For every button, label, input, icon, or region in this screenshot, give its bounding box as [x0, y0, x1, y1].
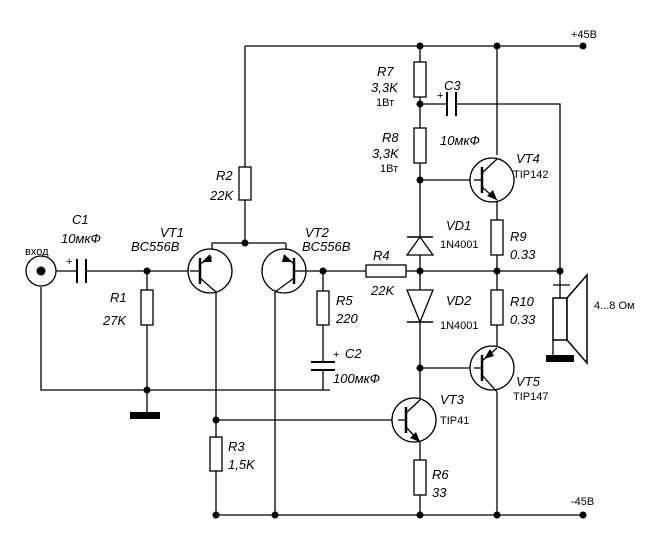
c2-plus-sign: +: [333, 349, 339, 361]
capacitor-c2: [311, 361, 335, 371]
resistor-r6: [413, 459, 427, 496]
vt1-type: BC556B: [131, 239, 180, 254]
c2-ref: C2: [345, 346, 362, 361]
transistor-vt1: [187, 248, 233, 294]
r3-value: 1,5K: [228, 457, 256, 472]
speaker-icon: [552, 272, 588, 366]
resistor-r3: [209, 436, 223, 472]
r10-ref: R10: [510, 294, 535, 309]
vd2-type: 1N4001: [440, 320, 479, 332]
diode-vd2: [406, 289, 434, 324]
ground-symbol: [130, 412, 160, 419]
resistor-r9: [490, 219, 504, 256]
r9-ref: R9: [510, 229, 527, 244]
c3-value: 10мкФ: [440, 133, 480, 148]
r6-value: 33: [432, 485, 447, 500]
r1-ref: R1: [110, 290, 127, 305]
r8-ref: R8: [382, 130, 399, 145]
vt3-ref: VT3: [440, 392, 465, 407]
resistor-r2: [238, 166, 252, 201]
r9-value: 0.33: [510, 247, 536, 262]
vd1-ref: VD1: [446, 218, 471, 233]
vt2-ref: VT2: [305, 225, 330, 240]
vt4-ref: VT4: [516, 151, 540, 166]
supply-positive-label: +45В: [571, 29, 597, 41]
input-jack: [25, 255, 57, 287]
r4-value: 22K: [370, 283, 395, 298]
r1-value: 27K: [102, 313, 127, 328]
vt4-type: TIP142: [513, 169, 548, 181]
diode-vd1: [405, 235, 435, 256]
r7-ref: R7: [377, 64, 394, 79]
transistor-vt4: [469, 157, 515, 203]
transistor-vt5: [469, 345, 515, 393]
vt3-type: TIP41: [440, 415, 469, 427]
vt5-ref: VT5: [516, 374, 541, 389]
r6-ref: R6: [432, 467, 449, 482]
resistor-r4: [365, 264, 407, 278]
c3-plus-sign: +: [437, 90, 443, 102]
c1-ref: C1: [72, 212, 89, 227]
ground-symbol: [546, 355, 574, 362]
supply-negative-label: -45В: [571, 496, 594, 508]
capacitor-c1: [76, 259, 87, 283]
r3-ref: R3: [228, 439, 245, 454]
vd1-type: 1N4001: [440, 239, 479, 251]
r10-value: 0.33: [510, 312, 536, 327]
r7-power: 1Вт: [376, 97, 394, 109]
r2-value: 22K: [209, 188, 234, 203]
c2-value: 100мкФ: [333, 371, 380, 386]
c1-plus-sign: +: [66, 256, 72, 268]
junction-dots: [143, 42, 587, 519]
wires: [40, 45, 583, 516]
r7-value: 3,3K: [371, 80, 399, 95]
r2-ref: R2: [216, 168, 233, 183]
resistor-r8: [413, 127, 427, 164]
resistor-r5: [316, 290, 330, 326]
capacitor-c3: [446, 92, 457, 116]
r5-value: 220: [335, 311, 358, 326]
r4-ref: R4: [373, 248, 390, 263]
resistor-r7: [413, 61, 427, 98]
r5-ref: R5: [336, 293, 353, 308]
r8-value: 3,3K: [372, 146, 400, 161]
resistor-r1: [140, 289, 154, 326]
resistor-r10: [490, 289, 504, 326]
transistor-vt3: [391, 397, 437, 443]
input-label: вход: [25, 246, 49, 258]
speaker-label: 4...8 Ом: [594, 300, 635, 312]
transistor-vt2: [261, 248, 307, 294]
vt5-type: TIP147: [513, 391, 548, 403]
c1-value: 10мкФ: [61, 231, 101, 246]
vd2-ref: VD2: [446, 293, 472, 308]
r8-power: 1Вт: [380, 163, 398, 175]
c3-ref: C3: [444, 78, 461, 93]
vt1-ref: VT1: [160, 225, 184, 240]
vt2-type: BC556B: [302, 239, 351, 254]
